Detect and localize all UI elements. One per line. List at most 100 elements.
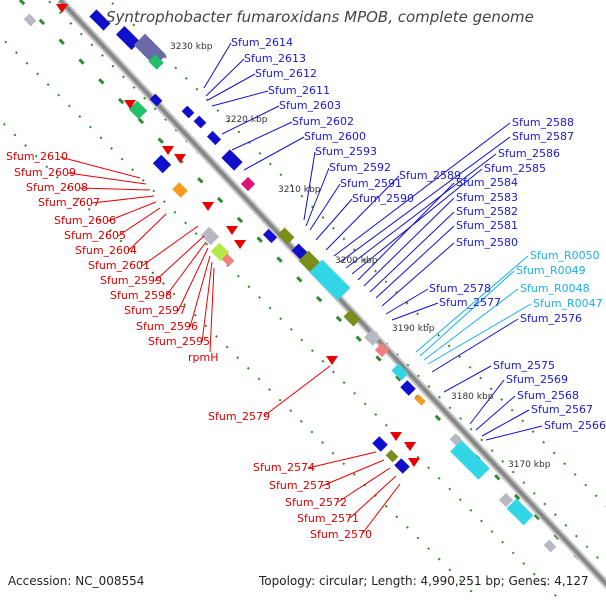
gene-feature bbox=[23, 13, 37, 27]
gene-label-right[interactable]: Sfum_2566 bbox=[544, 419, 606, 432]
gene-feature bbox=[172, 182, 188, 198]
gene-label-right[interactable]: Sfum_2586 bbox=[498, 147, 561, 160]
leader-line-left bbox=[165, 241, 207, 297]
gene-feature bbox=[506, 498, 534, 526]
gene-label-right[interactable]: Sfum_2611 bbox=[268, 84, 331, 97]
gene-feature bbox=[181, 105, 195, 119]
leader-line-left bbox=[154, 235, 205, 282]
gene-label-right[interactable]: Sfum_2589 bbox=[399, 169, 462, 182]
gene-label-right[interactable]: Sfum_2603 bbox=[279, 99, 342, 112]
gene-feature-reverse bbox=[326, 356, 338, 365]
gene-feature bbox=[277, 227, 295, 245]
gene-label-left[interactable]: Sfum_2595 bbox=[148, 335, 211, 348]
gene-label-right[interactable]: Sfum_2578 bbox=[429, 282, 492, 295]
gene-label-right-rna[interactable]: Sfum_R0047 bbox=[533, 297, 603, 310]
leader-line-right bbox=[333, 122, 511, 257]
gene-label-right[interactable]: Sfum_2583 bbox=[456, 191, 519, 204]
gene-label-right[interactable]: Sfum_2600 bbox=[304, 130, 367, 143]
gene-feature bbox=[391, 363, 409, 381]
leader-line-left bbox=[117, 207, 161, 237]
gene-label-left[interactable]: Sfum_2572 bbox=[285, 496, 348, 509]
gene-label-right[interactable]: Sfum_2614 bbox=[231, 36, 294, 49]
gene-label-right[interactable]: Sfum_2613 bbox=[244, 52, 307, 65]
gene-label-left[interactable]: rpmH bbox=[188, 351, 219, 364]
leader-line-right bbox=[305, 167, 330, 227]
leader-line-right bbox=[315, 198, 353, 241]
gene-label-right[interactable]: Sfum_2577 bbox=[439, 296, 502, 309]
gene-feature bbox=[206, 130, 222, 146]
gene-label-left[interactable]: Sfum_2605 bbox=[64, 229, 127, 242]
accession-label: Accession: NC_008554 bbox=[8, 574, 145, 588]
genome-summary: Topology: circular; Length: 4,990,251 bp… bbox=[259, 574, 589, 588]
gene-label-left[interactable]: Sfum_2573 bbox=[269, 479, 332, 492]
gene-label-left[interactable]: Sfum_2597 bbox=[124, 304, 187, 317]
leader-line-right bbox=[303, 151, 316, 221]
leader-line-right bbox=[443, 365, 492, 393]
leader-line-right bbox=[357, 182, 455, 281]
gene-label-right[interactable]: Sfum_2569 bbox=[506, 373, 569, 386]
leader-line-left bbox=[349, 475, 397, 519]
gene-label-left[interactable]: Sfum_2606 bbox=[54, 214, 117, 227]
leader-line-left bbox=[201, 261, 213, 343]
scale-tick-label: 3180 kbp bbox=[451, 392, 494, 402]
leader-line-left bbox=[141, 225, 199, 267]
gene-label-left[interactable]: Sfum_2598 bbox=[110, 289, 173, 302]
leader-line-left bbox=[189, 255, 211, 328]
gene-label-right[interactable]: Sfum_2593 bbox=[315, 145, 378, 158]
gene-label-left[interactable]: Sfum_2579 bbox=[208, 410, 271, 423]
gene-label-left[interactable]: Sfum_2601 bbox=[88, 259, 151, 272]
scale-tick-label: 3170 kbp bbox=[508, 460, 551, 470]
leader-line-left bbox=[209, 267, 215, 353]
gene-feature bbox=[374, 342, 390, 358]
gene-label-right[interactable]: Sfum_2612 bbox=[255, 67, 318, 80]
gene-label-right[interactable]: Sfum_2576 bbox=[520, 312, 583, 325]
gene-label-right[interactable]: Sfum_2602 bbox=[292, 115, 355, 128]
gene-label-left[interactable]: Sfum_2571 bbox=[297, 512, 360, 525]
gene-label-right[interactable]: Sfum_2588 bbox=[512, 116, 575, 129]
leader-line-right bbox=[207, 73, 256, 101]
gene-label-right-rna[interactable]: Sfum_R0049 bbox=[516, 264, 586, 277]
leader-line-left bbox=[307, 451, 377, 469]
leader-line-left bbox=[67, 172, 147, 185]
gene-feature bbox=[200, 226, 220, 246]
gene-label-right[interactable]: Sfum_2590 bbox=[352, 192, 415, 205]
gene-feature bbox=[89, 9, 111, 31]
gene-feature bbox=[309, 259, 351, 301]
leader-line-left bbox=[177, 247, 209, 312]
gene-label-right[interactable]: Sfum_2568 bbox=[517, 389, 580, 402]
gene-label-left[interactable]: Sfum_2596 bbox=[136, 320, 199, 333]
gene-label-right[interactable]: Sfum_2591 bbox=[340, 177, 403, 190]
gene-label-left[interactable]: Sfum_2570 bbox=[310, 528, 373, 541]
gene-label-left[interactable]: Sfum_2599 bbox=[100, 274, 163, 287]
gene-feature bbox=[149, 93, 163, 107]
gene-label-left[interactable]: Sfum_2574 bbox=[253, 461, 316, 474]
gene-feature bbox=[400, 380, 416, 396]
leader-line-right bbox=[369, 211, 455, 293]
gene-label-right[interactable]: Sfum_2580 bbox=[456, 236, 519, 249]
gene-label-right[interactable]: Sfum_2592 bbox=[329, 161, 392, 174]
gene-feature bbox=[394, 458, 410, 474]
gene-label-left[interactable]: Sfum_2609 bbox=[14, 166, 77, 179]
leader-line-right bbox=[363, 197, 455, 287]
gene-feature-reverse bbox=[226, 226, 238, 235]
gene-label-right[interactable]: Sfum_2585 bbox=[484, 162, 547, 175]
gene-label-right[interactable]: Sfum_2584 bbox=[456, 176, 519, 189]
gene-label-right[interactable]: Sfum_2575 bbox=[493, 359, 556, 372]
gene-label-left[interactable]: Sfum_2607 bbox=[38, 196, 101, 209]
gene-feature bbox=[385, 449, 399, 463]
leader-line-right bbox=[205, 58, 245, 97]
leader-line-right bbox=[415, 255, 529, 353]
gene-label-right[interactable]: Sfum_2587 bbox=[512, 130, 575, 143]
gene-label-left[interactable]: Sfum_2608 bbox=[26, 181, 89, 194]
gene-label-right-rna[interactable]: Sfum_R0048 bbox=[520, 282, 590, 295]
gene-label-right[interactable]: Sfum_2582 bbox=[456, 205, 519, 218]
scale-tick-label: 3190 kbp bbox=[392, 324, 435, 334]
gene-feature bbox=[240, 176, 256, 192]
gene-label-right[interactable]: Sfum_2567 bbox=[531, 403, 594, 416]
gene-label-left[interactable]: Sfum_2610 bbox=[6, 150, 69, 163]
gene-label-right[interactable]: Sfum_2581 bbox=[456, 219, 519, 232]
gene-label-right-rna[interactable]: Sfum_R0050 bbox=[530, 249, 600, 262]
leader-line-right bbox=[309, 183, 341, 231]
gene-label-left[interactable]: Sfum_2604 bbox=[75, 244, 138, 257]
gene-feature bbox=[221, 253, 235, 267]
